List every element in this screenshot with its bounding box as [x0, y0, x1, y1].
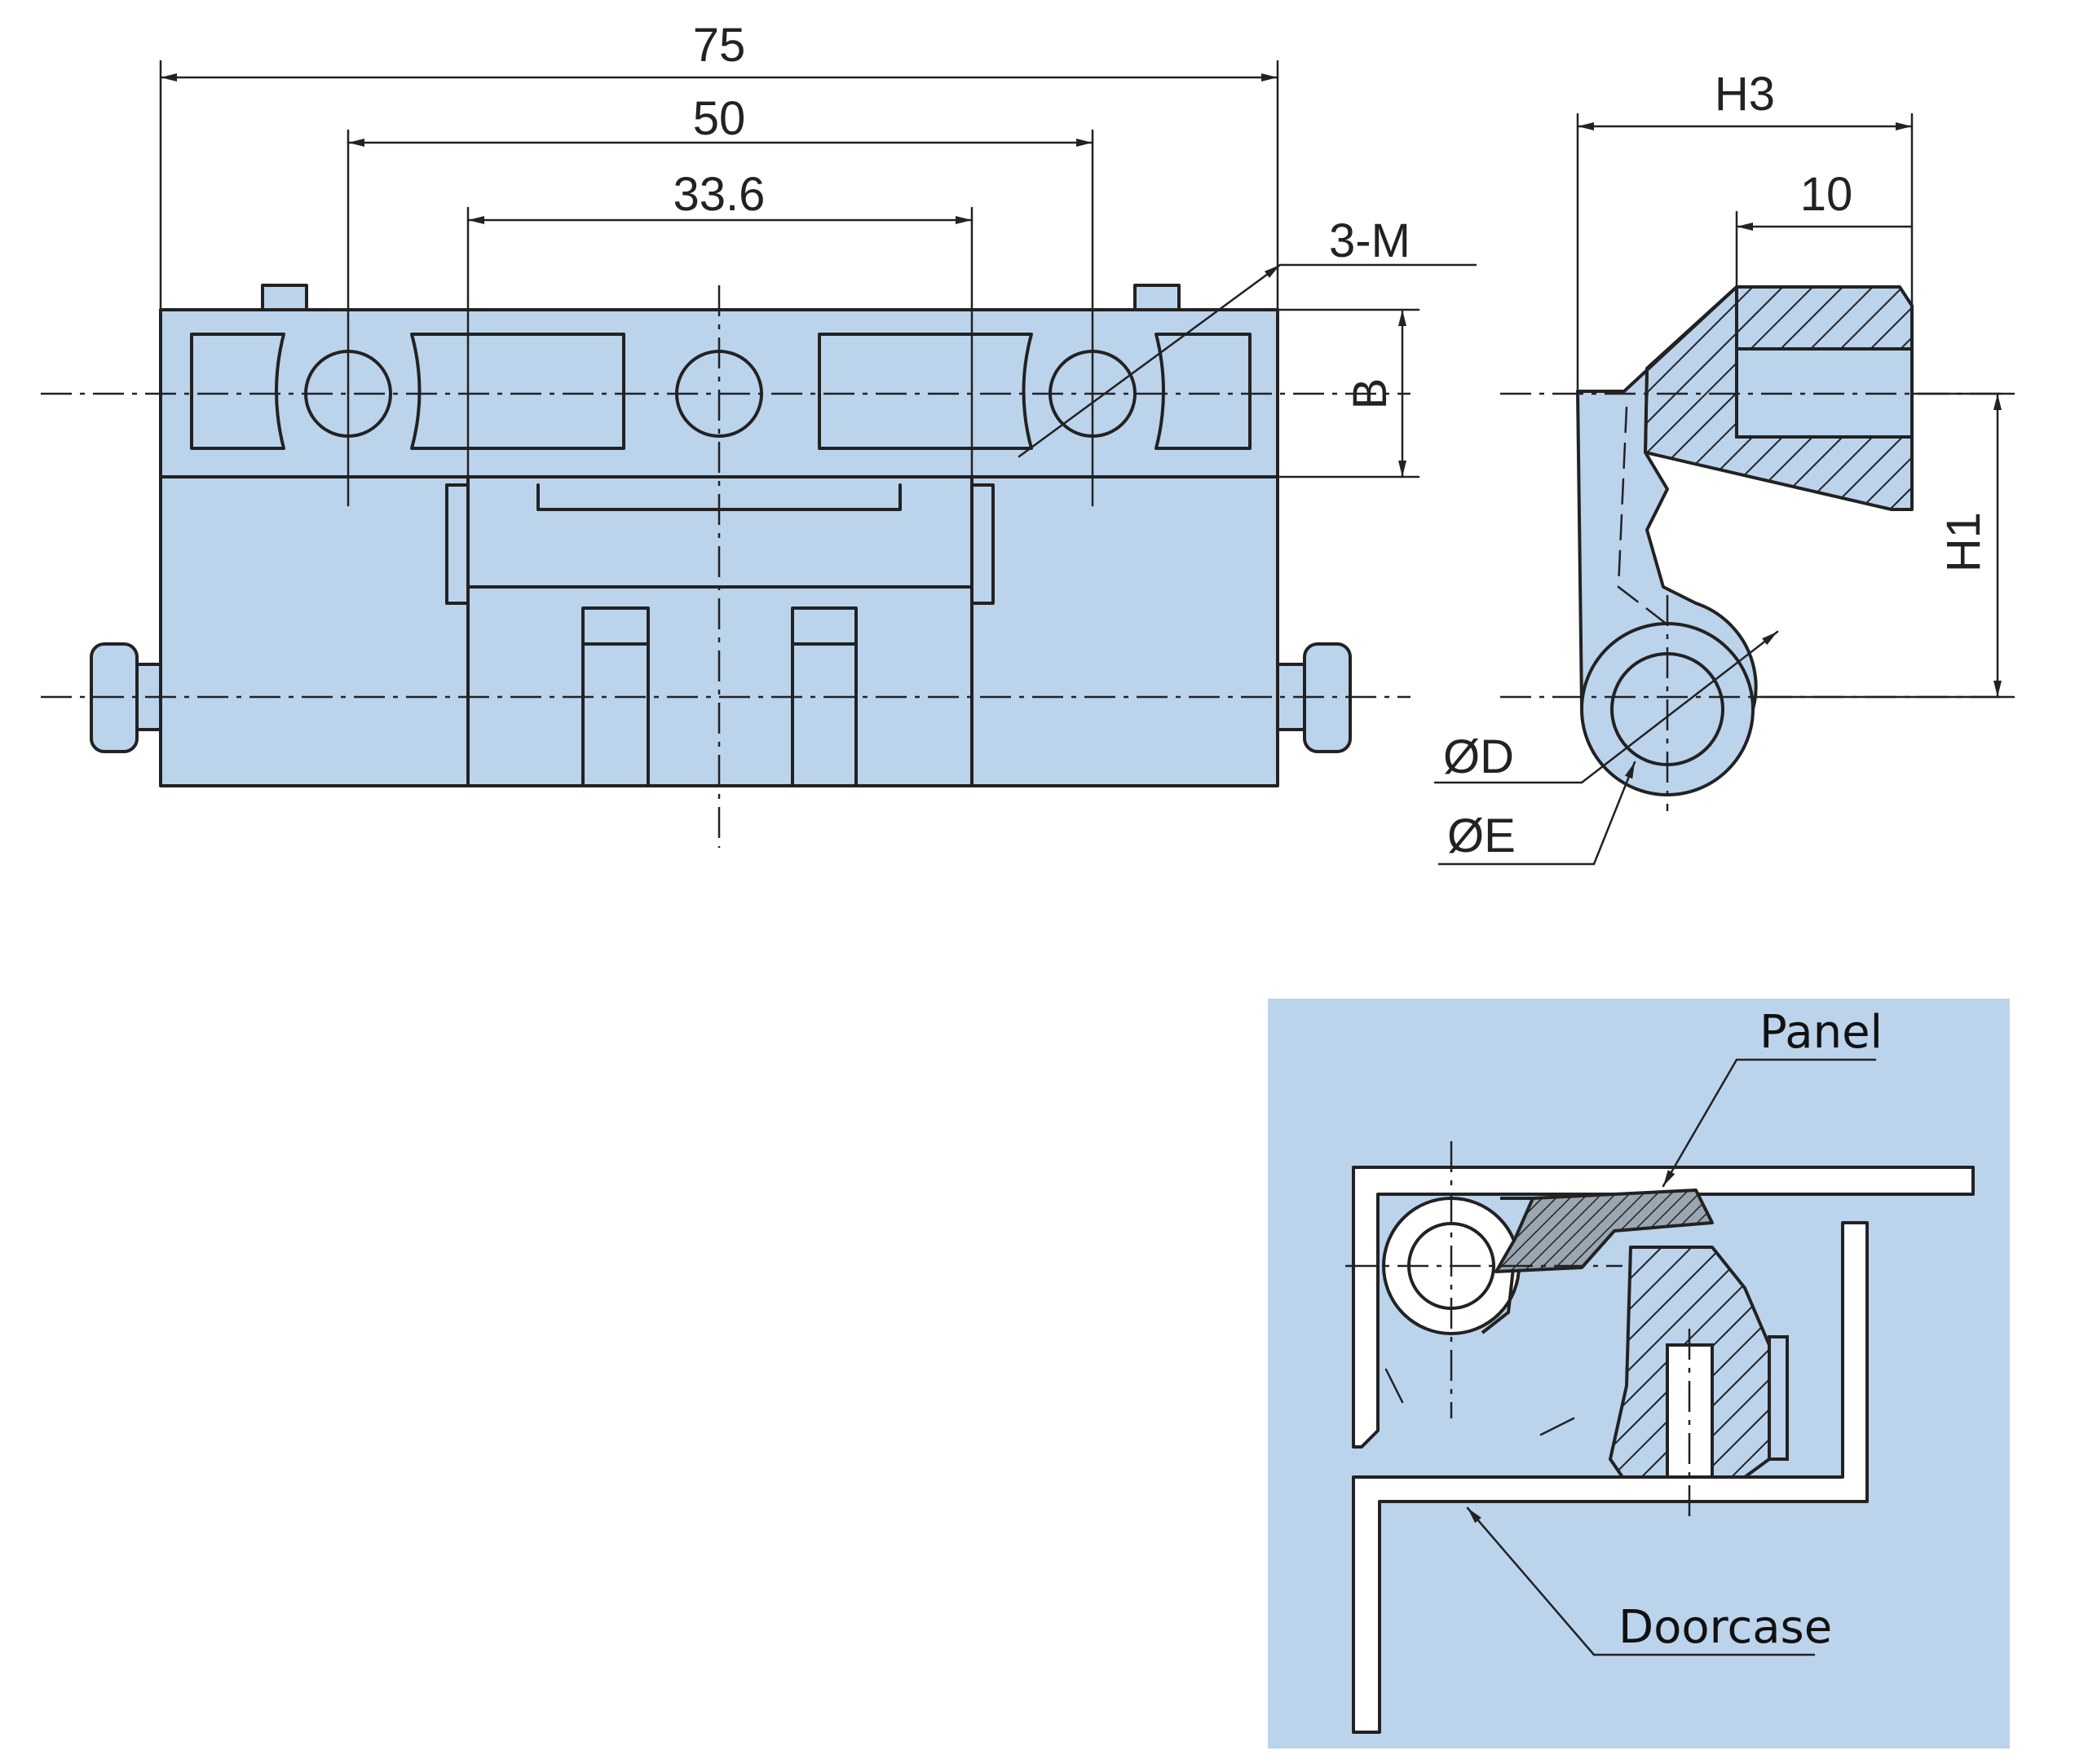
- top-tab-left: [261, 284, 308, 311]
- dim-height-b: B: [1344, 378, 1397, 410]
- side-view: H3 10 H1 ØD ØE: [1433, 68, 2015, 866]
- door-panel-outline: [1352, 1166, 1975, 1449]
- dim-10: 10: [1800, 168, 1853, 221]
- installed-panel-leaf: [1494, 1188, 1714, 1273]
- dim-hole-span: 50: [693, 92, 746, 145]
- dim-diameter-d: ØD: [1443, 730, 1514, 783]
- dim-thread-callout: 3-M: [1329, 214, 1411, 267]
- top-tab-right: [1133, 284, 1181, 311]
- installation-diagram: Panel Doorcase: [1268, 999, 2010, 1749]
- front-view: 75 50 33.6 3-M B: [41, 19, 1477, 848]
- dim-h3: H3: [1715, 68, 1775, 121]
- dim-inner-span: 33.6: [673, 168, 766, 221]
- dim-h1: H1: [1937, 512, 1990, 572]
- label-panel: Panel: [1759, 1006, 1883, 1059]
- dim-diameter-e: ØE: [1447, 809, 1516, 862]
- dim-overall-length: 75: [693, 19, 746, 72]
- doorcase-outline: [1352, 1221, 1869, 1734]
- label-doorcase: Doorcase: [1618, 1601, 1832, 1654]
